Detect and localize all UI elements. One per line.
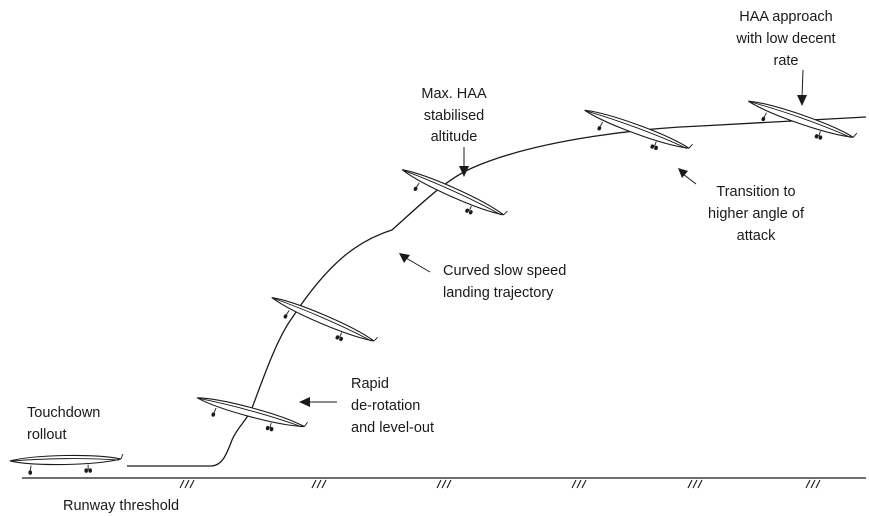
aircraft-icon-haa-approach xyxy=(743,95,858,152)
arrow-icon-haa-approach xyxy=(797,69,807,106)
aircraft-icon-transition xyxy=(579,105,694,163)
label-runway-threshold: Runway threshold xyxy=(63,498,179,514)
ground-hatch-marks xyxy=(179,479,821,489)
label-rapid-line-2: de-rotation xyxy=(351,398,420,414)
aircraft-icon-touchdown xyxy=(9,453,124,476)
arrow-icon-max-haa xyxy=(459,147,469,177)
hatch-mark xyxy=(687,479,703,489)
label-haa-approach-line-3: rate xyxy=(774,53,799,69)
label-max-haa-line-3: altitude xyxy=(431,129,478,145)
label-max-haa-line-1: Max. HAA xyxy=(421,86,487,102)
hatch-mark xyxy=(436,479,452,489)
hatch-mark xyxy=(805,479,821,489)
aircraft-icon-max-haa xyxy=(395,164,508,230)
label-transition-line-1: Transition to xyxy=(716,184,795,200)
label-haa-approach-line-1: HAA approach xyxy=(739,9,833,25)
hatch-mark xyxy=(311,479,327,489)
label-transition-line-3: attack xyxy=(737,228,776,244)
hatch-mark xyxy=(179,479,195,489)
flight-trajectory-path xyxy=(127,116,867,467)
label-rapid-line-3: and level-out xyxy=(351,420,434,436)
label-max-haa-line-2: stabilised xyxy=(424,108,484,124)
arrow-icon-rapid xyxy=(299,397,337,407)
hatch-mark xyxy=(571,479,587,489)
label-curved-line-2: landing trajectory xyxy=(443,285,554,301)
arrow-icon-transition xyxy=(678,168,697,185)
label-transition-line-2: higher angle of xyxy=(708,206,805,222)
aircraft-icon-derotation xyxy=(192,392,309,442)
label-touchdown-line-1: Touchdown xyxy=(27,405,100,421)
aircraft-icon-climb-low xyxy=(265,292,379,356)
label-curved-line-1: Curved slow speed xyxy=(443,263,566,279)
label-haa-approach-line-2: with low decent xyxy=(735,31,835,47)
arrow-icon-curved xyxy=(399,253,431,273)
label-touchdown-line-2: rollout xyxy=(27,427,67,443)
label-rapid-line-1: Rapid xyxy=(351,376,389,392)
